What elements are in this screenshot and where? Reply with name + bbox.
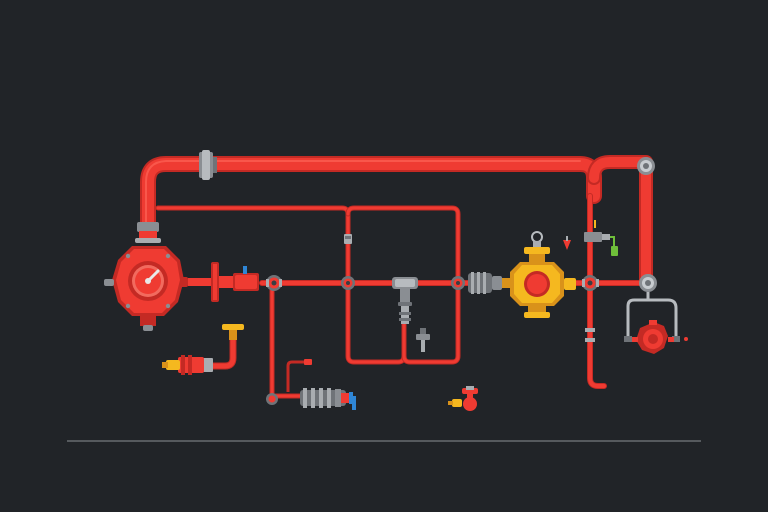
expansion-coupling xyxy=(468,272,516,294)
gauge-icon xyxy=(128,261,168,301)
isolation-valve xyxy=(266,275,282,291)
right-vertical-pipe xyxy=(587,193,607,389)
bypass-loop xyxy=(345,283,461,365)
red-indicator-icon xyxy=(563,236,571,250)
top-pipe-coupling xyxy=(199,150,217,180)
bottom-valve-assembly xyxy=(266,359,356,410)
elbow-union-top-right xyxy=(637,157,655,175)
drain-assembly xyxy=(448,386,478,411)
main-pressure-regulator xyxy=(104,222,188,331)
bypass-valve-left xyxy=(341,234,355,290)
strainer xyxy=(392,277,430,352)
upper-thin-pipe xyxy=(155,205,461,285)
right-junction-valve xyxy=(582,275,599,342)
elbow-union-right xyxy=(639,274,657,292)
hydrant-outlet xyxy=(162,324,244,375)
top-header-pipe xyxy=(140,155,653,287)
left-drop-pipe xyxy=(269,283,303,399)
bypass-valve-right xyxy=(451,276,465,290)
yellow-control-valve xyxy=(510,231,576,318)
pressure-tap xyxy=(584,220,618,256)
check-valve-assembly xyxy=(624,292,688,354)
inlet-flange xyxy=(188,262,259,302)
